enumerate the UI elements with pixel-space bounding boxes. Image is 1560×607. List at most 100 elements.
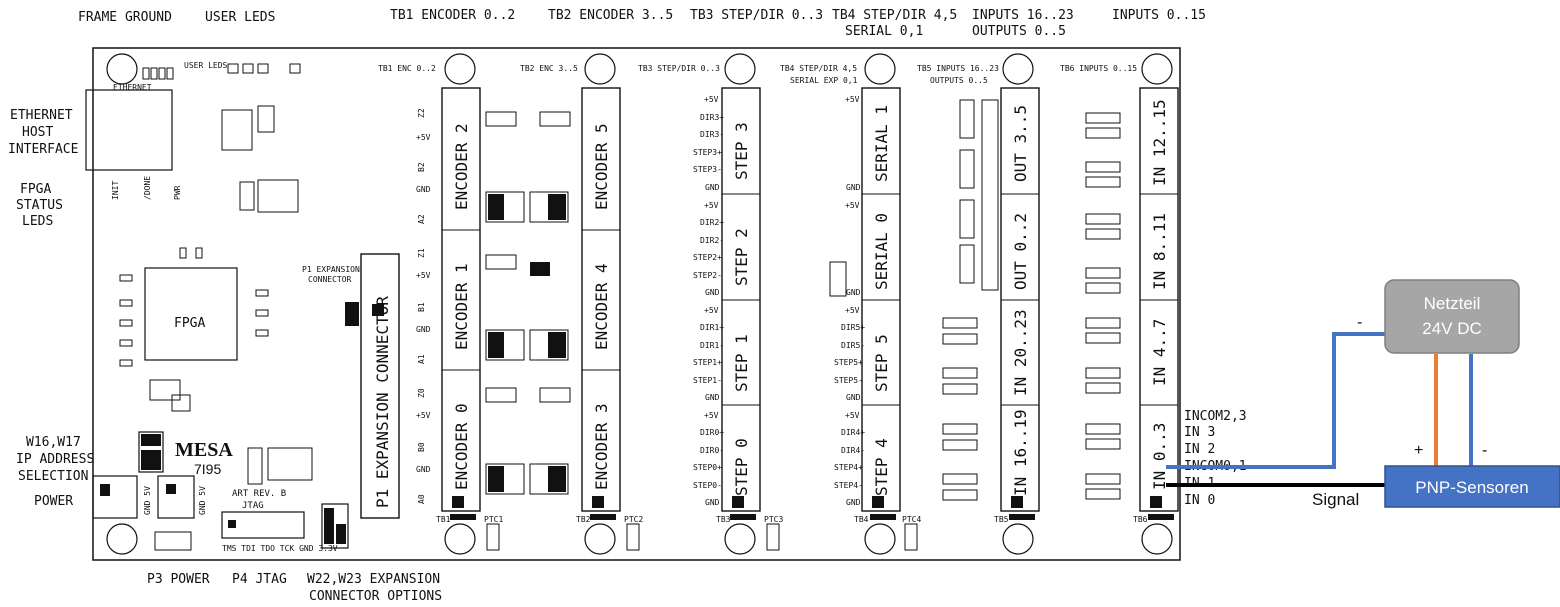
tb3-pin-label: STEP3- <box>693 165 722 174</box>
tb3-pin-label: STEP2- <box>693 271 722 280</box>
power-supply-label-1: Netzteil <box>1424 294 1481 313</box>
ptc4 <box>904 523 918 551</box>
p1-connector-ref: CONNECTOR <box>308 275 352 284</box>
label-fpga: FPGA <box>20 182 51 197</box>
p1-expansion-connector <box>360 253 400 519</box>
tb1-pin-label: GND <box>416 185 431 194</box>
ptc1 <box>486 523 500 551</box>
tb3-pin-label: +5V <box>704 411 719 420</box>
label-ip-address: IP ADDRESS <box>16 452 94 467</box>
tb3-pin-label: +5V <box>704 306 719 315</box>
tb1-pin-label: Z1 <box>417 248 426 258</box>
tb5-block-in-20-23: IN 20..23 <box>1011 309 1030 396</box>
tb5-components <box>942 99 999 501</box>
tb3-pin-labels: +5V DIR3+ DIR3- STEP3+ STEP3- GND +5V DI… <box>693 95 724 507</box>
tb3-pin-label: STEP1+ <box>693 358 722 367</box>
p4-jtag-header <box>221 511 305 539</box>
tb4-pin-label: STEP4+ <box>834 463 863 472</box>
tb3-pin-label: GND <box>705 498 720 507</box>
tb3-block-step-2: STEP 2 <box>732 228 751 286</box>
p1-pin1-marker <box>345 302 359 326</box>
misc-passives <box>119 247 269 412</box>
label-frame-ground: FRAME GROUND <box>78 10 172 25</box>
c83-cap <box>247 447 263 485</box>
tb1-pin-label: GND <box>416 465 431 474</box>
tb5-block-out-3-5: OUT 3..5 <box>1011 105 1030 182</box>
tb3-pin-label: STEP0- <box>693 481 722 490</box>
tb5-bottom-ref: TB5 <box>994 515 1009 524</box>
tb3-pin-label: DIR3+ <box>700 113 724 122</box>
label-inputs-0-15: INPUTS 0..15 <box>1112 8 1206 23</box>
ethernet-ref: ETHERNET <box>113 83 152 92</box>
tb3-pin-label: DIR2+ <box>700 218 724 227</box>
pnp-sensor-box <box>1384 465 1560 508</box>
label-p3-power: P3 POWER <box>147 572 210 587</box>
tb4-pin-label: DIR4- <box>841 446 865 455</box>
label-status: STATUS <box>16 198 63 213</box>
power-supply-box <box>1384 279 1520 354</box>
tb4-terminal-block <box>861 87 901 520</box>
tb2-terminal-block <box>581 87 621 520</box>
tb3-pin-label: STEP2+ <box>693 253 722 262</box>
tb1-pin-label: GND <box>416 325 431 334</box>
tb4-pin-label: DIR5+ <box>841 323 865 332</box>
tb4-pin-label: GND <box>846 498 861 507</box>
tb6-terminal-block <box>1139 87 1179 520</box>
tb5-ref-line1: TB5 INPUTS 16..23 <box>917 64 999 73</box>
jtag-pin-names: TMS TDI TDO TCK GND 3.3V <box>222 544 338 553</box>
minus-label-psu-left: - <box>1357 314 1362 331</box>
tb3-block-step-1: STEP 1 <box>732 334 751 392</box>
label-tb2-encoder: TB2 ENCODER 3..5 <box>548 8 673 23</box>
label-power: POWER <box>34 494 73 509</box>
tb3-pin-label: GND <box>705 288 720 297</box>
gnd-5v-label-a: GND 5V <box>143 486 152 515</box>
tb6-ref: TB6 INPUTS 0..15 <box>1060 64 1137 73</box>
tb1-block-encoder-2: ENCODER 2 <box>452 123 471 210</box>
tb2-bottom-ref: TB2 <box>576 515 591 524</box>
tb1-block-encoder-0: ENCODER 0 <box>452 403 471 490</box>
tb1-pin-label: +5V <box>416 411 431 420</box>
tb3-pin-label: DIR0- <box>700 446 724 455</box>
c89-cap <box>154 531 192 551</box>
tb1-pin-label: Z0 <box>417 388 426 398</box>
tb1-pin-label: +5V <box>416 133 431 142</box>
tb4-bottom-ref: TB4 <box>854 515 869 524</box>
tb4-pin-label: GND <box>846 183 861 192</box>
p1-pin-square <box>372 304 384 316</box>
label-w16-w17: W16,W17 <box>26 435 81 450</box>
tb4-block-step-4: STEP 4 <box>872 438 891 496</box>
user-led-array <box>142 63 301 80</box>
tb6-block-in-12-15: IN 12..15 <box>1150 99 1169 186</box>
label-ethernet: ETHERNET <box>10 108 73 123</box>
wire-minus-psu-to-incom <box>1166 332 1386 469</box>
label-host: HOST <box>22 125 53 140</box>
tb1-pin-label: Z2 <box>417 108 426 118</box>
status-led-pwr: PWR <box>173 185 182 200</box>
ethernet-connector <box>85 89 173 171</box>
u27-chip <box>267 447 313 481</box>
tb3-pin-label: DIR1- <box>700 341 724 350</box>
tb1-pin-label: A2 <box>417 214 426 224</box>
label-interface: INTERFACE <box>8 142 78 157</box>
tb4-pin-label: GND <box>846 393 861 402</box>
w16-w17-jumpers <box>138 431 164 473</box>
tb3-block-step-3: STEP 3 <box>732 122 751 180</box>
label-p4-jtag: P4 JTAG <box>232 572 287 587</box>
tb3-pin-label: STEP3+ <box>693 148 722 157</box>
tb3-pin-label: DIR1+ <box>700 323 724 332</box>
art-rev: ART REV. B <box>232 489 286 499</box>
tb4-ref-line1: TB4 STEP/DIR 4,5 <box>780 64 857 73</box>
ptc3 <box>766 523 780 551</box>
tb4-pin-label: +5V <box>845 95 860 104</box>
tb5-block-in-16-19: IN 16..19 <box>1011 409 1030 496</box>
label-user-leds: USER LEDS <box>205 10 275 25</box>
pnp-sensor-label: PNP-Sensoren <box>1415 478 1528 497</box>
p1-expansion-ref: P1 EXPANSION <box>302 265 360 274</box>
tb6-block-in-8-11: IN 8..11 <box>1150 213 1169 290</box>
tb1-bottom-ref: TB1 <box>436 515 451 524</box>
tb1-terminal-block <box>441 87 481 520</box>
tb3-pin-label: DIR3- <box>700 130 724 139</box>
tb1-pin-label: +5V <box>416 271 431 280</box>
pin-incom2-3: INCOM2,3 <box>1184 409 1247 424</box>
label-tb4-stepdir: TB4 STEP/DIR 4,5 <box>832 8 957 23</box>
